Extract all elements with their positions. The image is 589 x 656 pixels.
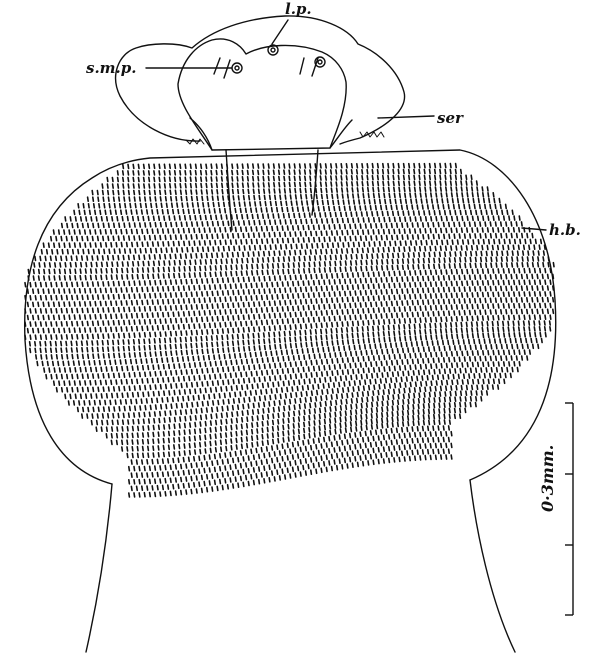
leader-lp	[272, 20, 288, 44]
serration	[186, 132, 384, 144]
label-head-bulb: h.b.	[549, 223, 581, 238]
scale-bar	[565, 403, 573, 615]
shield-outline	[116, 16, 405, 144]
papilla-left	[232, 63, 242, 73]
head-bulb-hatching	[25, 164, 554, 497]
hatch-marks	[25, 164, 554, 497]
leader-hb	[522, 228, 546, 230]
body-outline-left	[86, 484, 112, 652]
label-serration: ser	[437, 111, 463, 126]
scale-bar-label: 0·3mm.	[540, 445, 556, 512]
leader-ser	[378, 116, 434, 118]
label-lateral-papilla: l.p.	[285, 2, 312, 17]
body-outline-right	[470, 480, 515, 652]
label-smp: s.m.p.	[86, 61, 136, 76]
